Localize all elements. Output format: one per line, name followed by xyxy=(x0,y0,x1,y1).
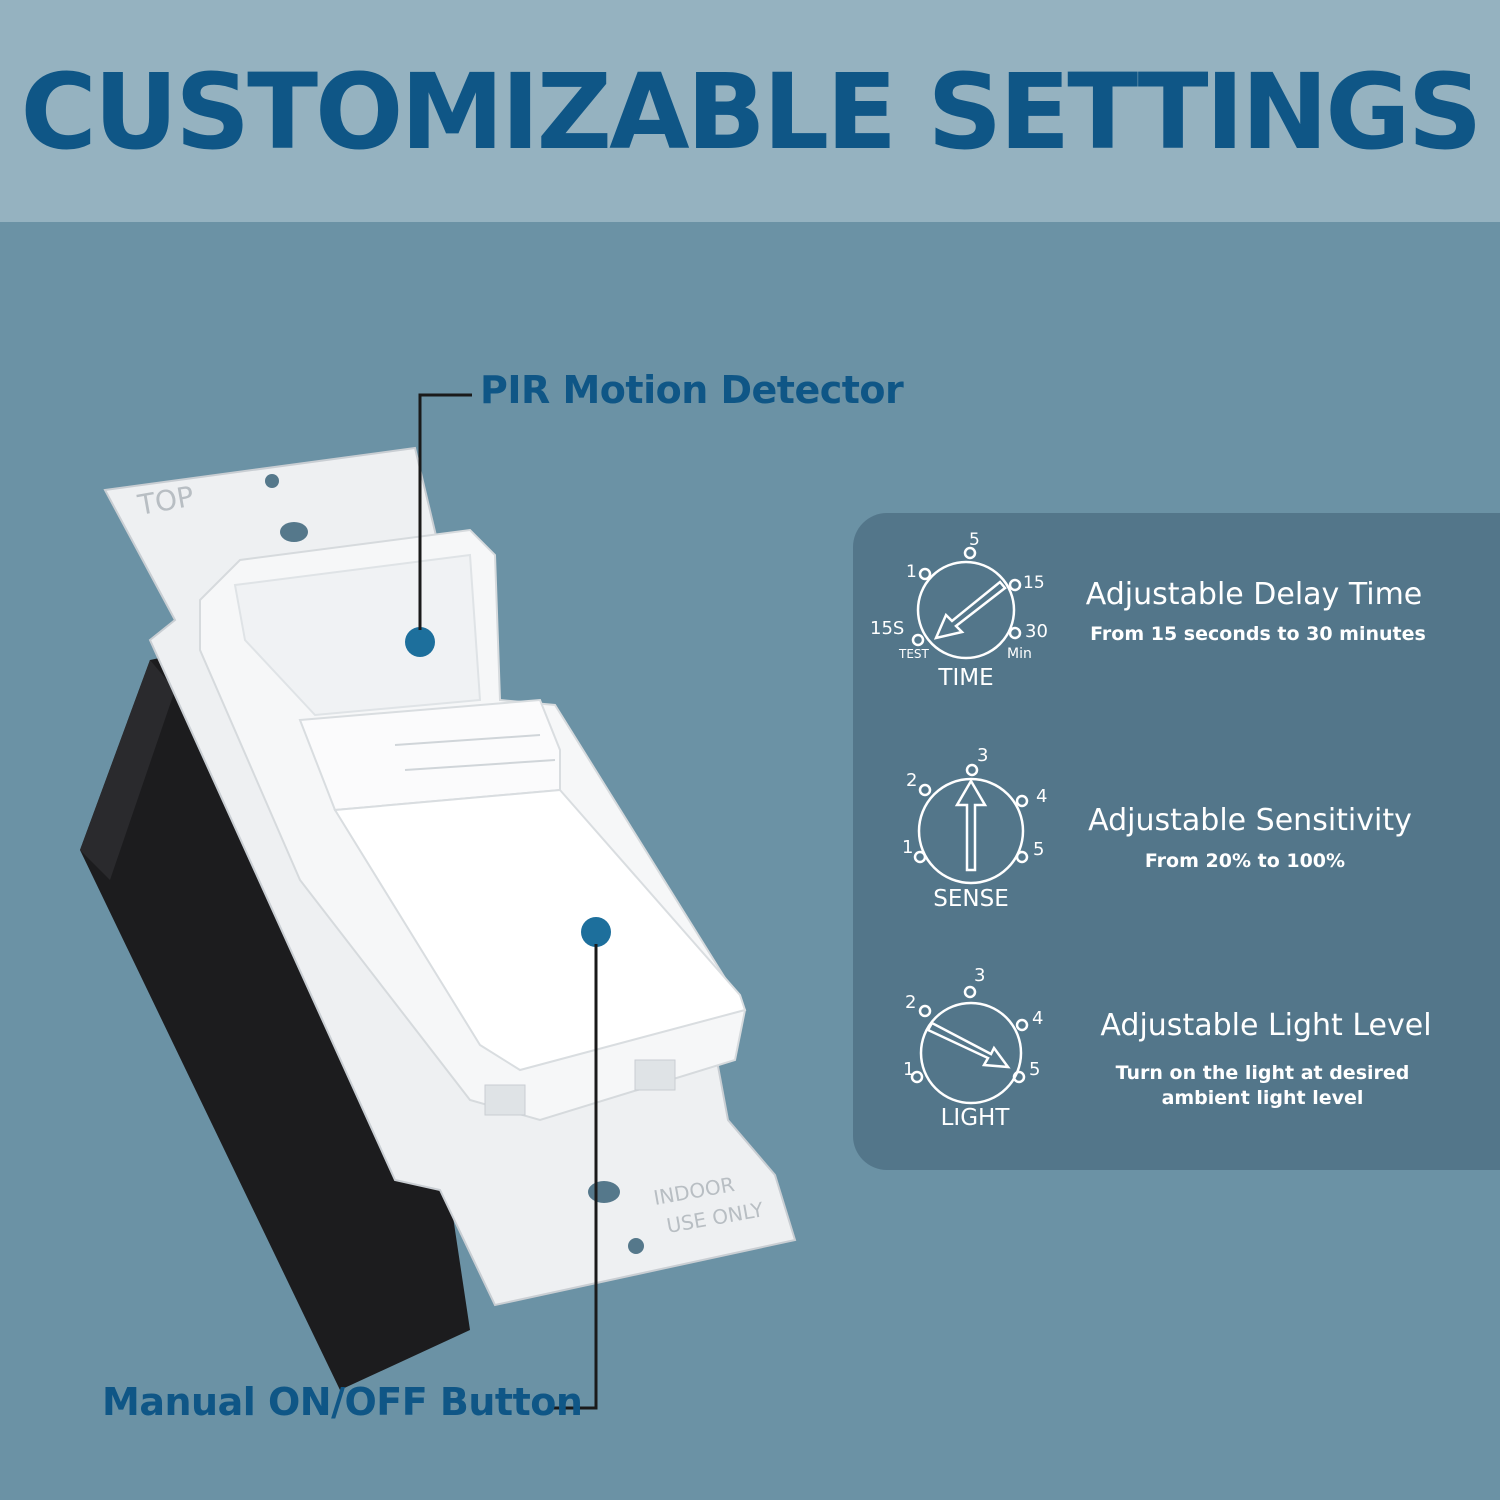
button-dot xyxy=(581,917,611,947)
time-mark-5: 5 xyxy=(969,530,980,550)
top-slot xyxy=(280,522,308,542)
time-mark-1: 1 xyxy=(906,562,917,582)
light-level-title: Adjustable Light Level xyxy=(1100,1008,1432,1043)
header-banner xyxy=(0,0,1500,222)
housing-ridges xyxy=(298,698,561,812)
sense-dial-icon xyxy=(917,777,1025,885)
time-dial-icon xyxy=(916,560,1016,660)
device-back-box xyxy=(80,640,470,1390)
pir-leader-line xyxy=(418,393,472,630)
sense-dial-caption: SENSE xyxy=(933,886,1009,912)
light-level-subtitle-1: Turn on the light at desired xyxy=(1115,1062,1410,1084)
light-mark-3: 3 xyxy=(974,965,985,986)
sense-mark-2: 2 xyxy=(906,770,917,791)
time-mark-min: Min xyxy=(1007,646,1032,662)
delay-time-subtitle: From 15 seconds to 30 minutes xyxy=(1090,623,1426,645)
pir-motion-detector-label: PIR Motion Detector xyxy=(480,368,904,412)
light-dial-caption: LIGHT xyxy=(940,1105,1010,1131)
pir-dot xyxy=(405,627,435,657)
top-screw-hole xyxy=(265,474,279,488)
sense-mark-5: 5 xyxy=(1033,839,1044,860)
button-leader-line xyxy=(550,944,598,1410)
sense-mark-3: 3 xyxy=(977,745,988,766)
light-mark-1: 1 xyxy=(903,1059,914,1080)
light-level-subtitle-2: ambient light level xyxy=(1161,1087,1364,1109)
light-mark-4: 4 xyxy=(1032,1008,1043,1029)
time-mark-15: 15 xyxy=(1023,573,1045,593)
manual-button-face xyxy=(333,788,747,1072)
sensitivity-subtitle: From 20% to 100% xyxy=(1144,850,1346,872)
time-mark-15s: 15S xyxy=(870,618,904,639)
light-dial-icon xyxy=(919,1001,1023,1105)
page-title: CUSTOMIZABLE SETTINGS xyxy=(20,51,1482,173)
delay-time-title: Adjustable Delay Time xyxy=(1085,577,1423,612)
time-mark-30: 30 xyxy=(1025,621,1048,642)
light-mark-5: 5 xyxy=(1029,1059,1040,1080)
light-mark-2: 2 xyxy=(905,992,916,1013)
sense-mark-1: 1 xyxy=(902,837,913,858)
time-dial-caption: TIME xyxy=(938,665,994,691)
sensitivity-title: Adjustable Sensitivity xyxy=(1088,803,1412,838)
manual-button-label: Manual ON/OFF Button xyxy=(102,1380,583,1424)
time-mark-test: TEST xyxy=(898,647,930,661)
sense-mark-4: 4 xyxy=(1036,786,1047,807)
